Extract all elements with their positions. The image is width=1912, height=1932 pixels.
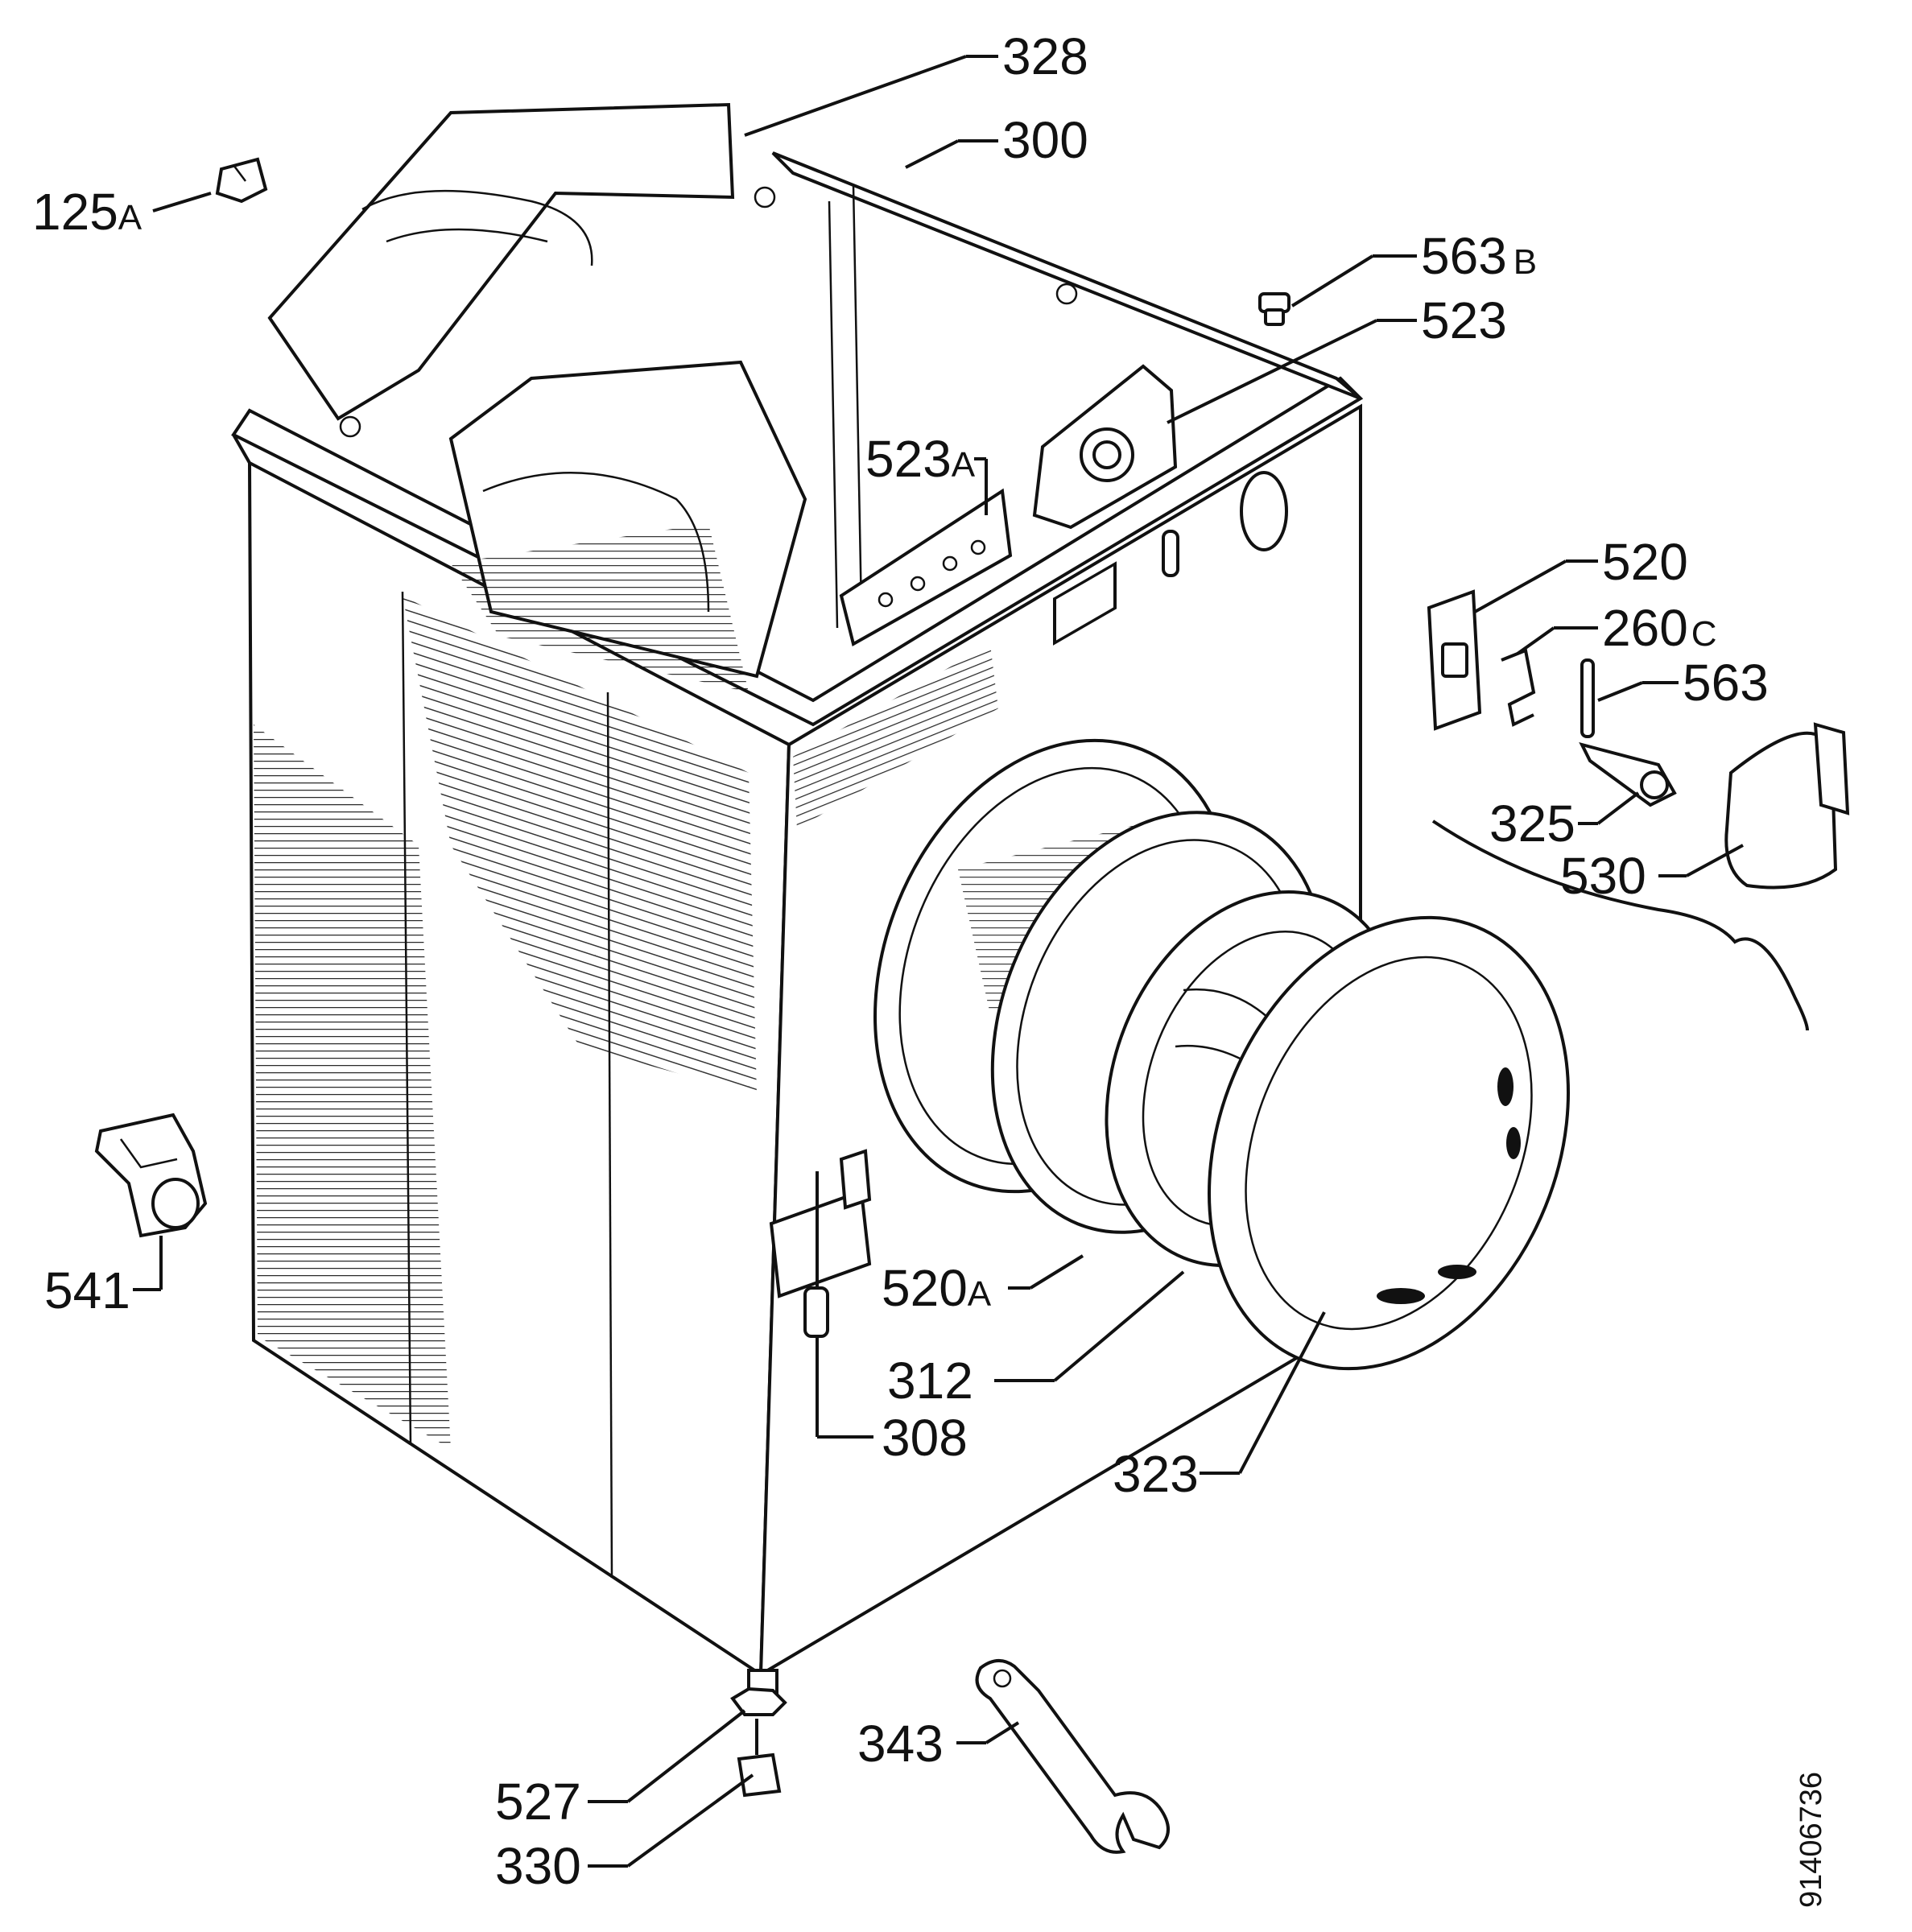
front-panel-details [1053, 471, 1288, 646]
door-ring-323 [1208, 915, 1570, 1371]
label-330: 330 [495, 1837, 581, 1895]
label-541: 541 [44, 1261, 130, 1319]
label-523: 523 [1421, 291, 1507, 349]
part-563b-plug [1258, 292, 1290, 326]
part-530-handle [1724, 722, 1850, 890]
label-300: 300 [1002, 111, 1088, 169]
label-308: 308 [882, 1409, 968, 1467]
part-541-pump-filter [94, 1113, 208, 1238]
label-125a: 125A [32, 183, 142, 241]
part-523a-bracket [839, 488, 1013, 647]
leader-lines [133, 55, 1744, 1868]
label-520a: 520A [882, 1259, 992, 1317]
label-520: 520 [1602, 533, 1688, 591]
label-563: 563 [1683, 654, 1769, 712]
part-343-spanner [975, 1659, 1170, 1854]
label-260c: 260C [1602, 599, 1717, 657]
part-325-lever [1579, 741, 1677, 807]
part-260c-spring [1501, 648, 1536, 727]
cabinet-body [231, 376, 1364, 1696]
label-325: 325 [1489, 795, 1575, 852]
part-520-door-lock [1427, 589, 1482, 731]
part-308-hinge [769, 1149, 872, 1338]
part-563-pin [1580, 658, 1595, 738]
back-frame-bar [771, 151, 1362, 400]
label-312: 312 [887, 1352, 973, 1410]
part-527-foot-nut [730, 1686, 787, 1716]
part-330-foot [737, 1719, 782, 1798]
counterweight-hatching [451, 523, 749, 692]
counterweight-assembly [267, 102, 1362, 692]
label-523a: 523A [865, 430, 976, 488]
label-530: 530 [1560, 847, 1646, 905]
drawing-code: 91406736 [1794, 1772, 1828, 1908]
label-343: 343 [857, 1715, 944, 1773]
part-125a-clip [215, 157, 268, 204]
label-323: 323 [1113, 1445, 1199, 1503]
label-527: 527 [495, 1773, 581, 1831]
left-panel-hatching [254, 724, 451, 1449]
bracket-brace [1431, 819, 1809, 1031]
part-523-bracket [1032, 364, 1178, 530]
label-328: 328 [1002, 27, 1088, 85]
